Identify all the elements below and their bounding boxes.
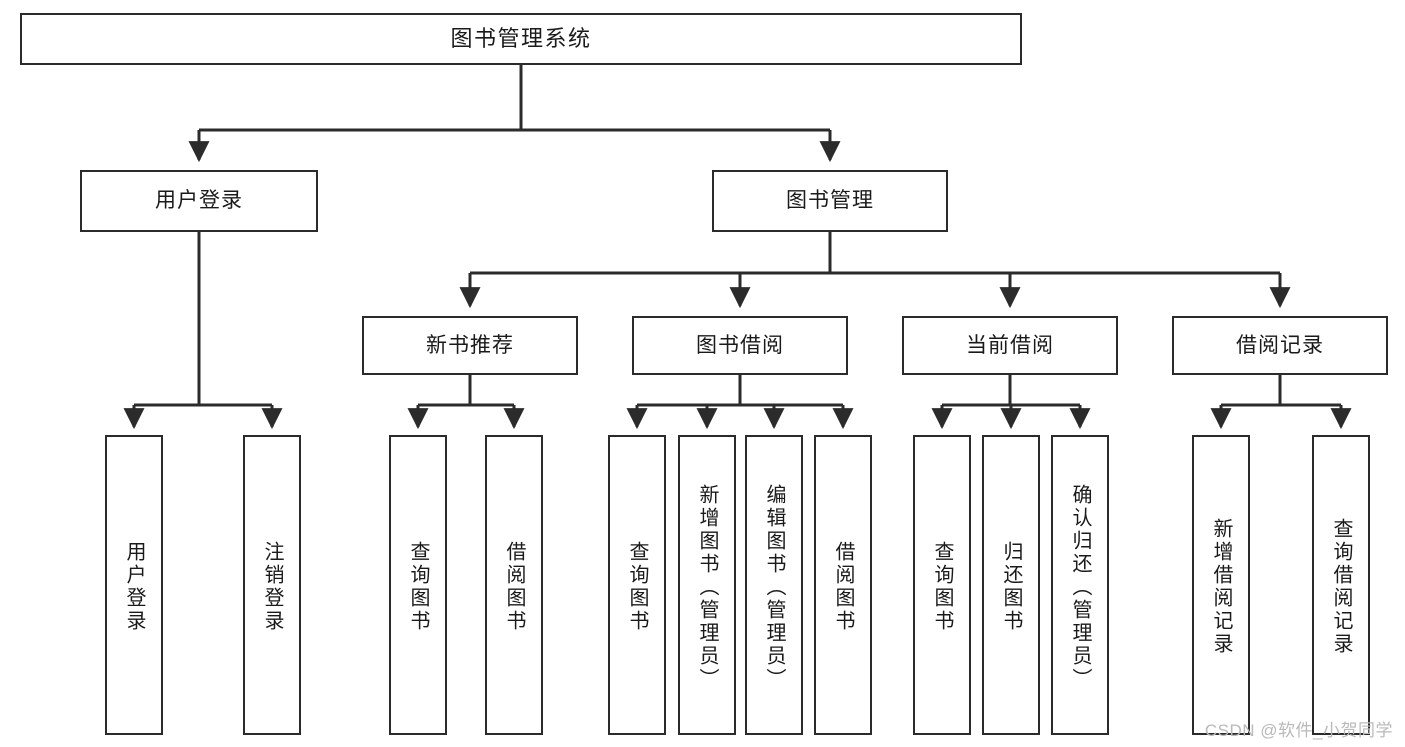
node-current-borrow[interactable]: 当前借阅 (902, 316, 1118, 375)
node-user-login[interactable]: 用户登录 (80, 170, 318, 232)
node-new-book-recommend[interactable]: 新书推荐 (362, 316, 578, 375)
node-book-borrow-label: 图书借阅 (696, 333, 784, 357)
node-leaf-query-book-cur[interactable]: 查询图书 (913, 435, 971, 735)
node-new-book-recommend-label: 新书推荐 (426, 333, 514, 357)
node-leaf-borrow-book-rec[interactable]: 借阅图书 (485, 435, 543, 735)
node-leaf-add-record[interactable]: 新增借阅记录 (1192, 435, 1250, 735)
node-root[interactable]: 图书管理系统 (20, 13, 1022, 65)
node-leaf-edit-book-label: 编辑图书（管理员） (763, 483, 785, 691)
node-leaf-user-login-label: 用户登录 (123, 541, 145, 633)
node-leaf-confirm-return-label: 确认归还（管理员） (1069, 483, 1091, 691)
node-root-label: 图书管理系统 (450, 25, 592, 51)
node-leaf-add-book[interactable]: 新增图书（管理员） (678, 435, 736, 735)
node-leaf-edit-book[interactable]: 编辑图书（管理员） (745, 435, 803, 735)
node-leaf-query-book-cur-label: 查询图书 (931, 541, 953, 633)
node-leaf-query-book-rec[interactable]: 查询图书 (389, 435, 447, 735)
node-leaf-borrow-book-bor-label: 借阅图书 (832, 541, 854, 633)
node-leaf-logout[interactable]: 注销登录 (243, 435, 301, 735)
node-leaf-add-book-label: 新增图书（管理员） (696, 483, 718, 691)
node-leaf-user-login[interactable]: 用户登录 (105, 435, 163, 735)
node-leaf-query-book-bor-label: 查询图书 (626, 541, 648, 633)
node-user-login-label: 用户登录 (155, 189, 243, 213)
node-leaf-query-record-label: 查询借阅记录 (1330, 518, 1352, 656)
node-book-management-label: 图书管理 (786, 189, 874, 213)
node-leaf-query-record[interactable]: 查询借阅记录 (1312, 435, 1370, 735)
node-leaf-add-record-label: 新增借阅记录 (1210, 518, 1232, 656)
node-current-borrow-label: 当前借阅 (966, 333, 1054, 357)
node-leaf-query-book-bor[interactable]: 查询图书 (608, 435, 666, 735)
node-leaf-return-book-label: 归还图书 (1000, 541, 1022, 633)
node-book-management[interactable]: 图书管理 (712, 170, 948, 232)
node-book-borrow[interactable]: 图书借阅 (632, 316, 848, 375)
node-leaf-confirm-return[interactable]: 确认归还（管理员） (1051, 435, 1109, 735)
node-leaf-return-book[interactable]: 归还图书 (982, 435, 1040, 735)
node-leaf-query-book-rec-label: 查询图书 (407, 541, 429, 633)
node-borrow-record[interactable]: 借阅记录 (1172, 316, 1388, 375)
node-leaf-logout-label: 注销登录 (261, 541, 283, 633)
node-leaf-borrow-book-bor[interactable]: 借阅图书 (814, 435, 872, 735)
node-borrow-record-label: 借阅记录 (1236, 333, 1324, 357)
node-leaf-borrow-book-rec-label: 借阅图书 (503, 541, 525, 633)
